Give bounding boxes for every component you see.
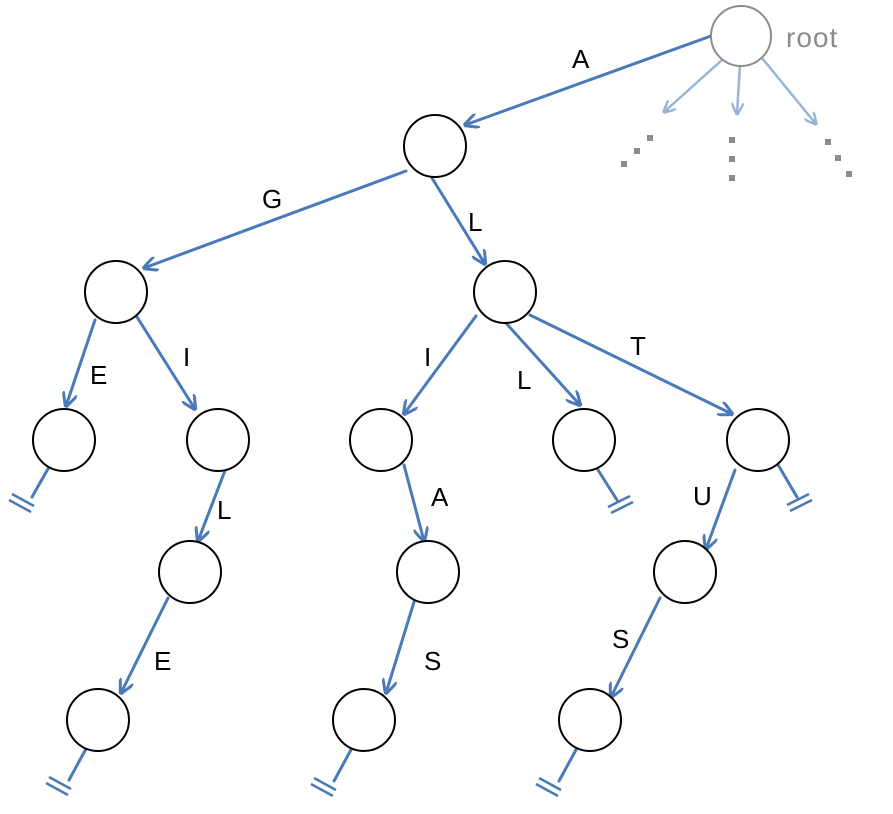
root-extra-edge-1: [664, 58, 724, 112]
edge-l3: [503, 320, 580, 405]
ellipsis-dot: [621, 161, 627, 167]
node-agile: [66, 688, 130, 752]
edge-i2: [404, 314, 478, 414]
terminal-marker: [535, 746, 579, 798]
terminal-marker: [8, 465, 51, 514]
edge-t: [528, 313, 732, 414]
root-extra-edge-3: [760, 56, 816, 124]
ellipsis-dot: [729, 156, 735, 162]
node-agil: [158, 540, 222, 604]
root-node: [710, 5, 772, 67]
ellipsis-dots: [621, 135, 852, 181]
edge-label-s: S: [424, 646, 441, 676]
terminals: [8, 461, 813, 798]
edge-label-a: A: [572, 44, 590, 74]
edge-label-l3: L: [517, 365, 531, 395]
node-age: [32, 408, 96, 472]
node-ag: [84, 260, 148, 324]
edge-label-t: T: [630, 331, 646, 361]
node-all: [552, 408, 616, 472]
node-agi: [186, 408, 250, 472]
ellipsis-dot: [634, 148, 640, 154]
node-alt: [726, 408, 790, 472]
edge-label-i2: I: [424, 342, 431, 372]
root-extra-edges: [664, 56, 816, 124]
terminal-marker: [45, 745, 89, 797]
edge-u: [706, 468, 737, 549]
edge-e: [66, 318, 97, 406]
edges: [66, 34, 737, 697]
ellipsis-dot: [647, 135, 653, 141]
edge-e2: [121, 596, 170, 693]
edge-i: [135, 315, 195, 409]
ellipsis-dot: [729, 137, 735, 143]
terminal-marker: [596, 468, 634, 515]
node-a: [403, 114, 467, 178]
node-alia: [396, 540, 460, 604]
nodes: [32, 5, 790, 752]
edge-label-e: E: [90, 360, 107, 390]
node-al: [473, 260, 537, 324]
node-altu: [653, 540, 717, 604]
edge-label-l2: L: [217, 495, 231, 525]
edge-label-a2: A: [431, 482, 449, 512]
root-label: root: [786, 22, 838, 53]
edge-label-l: L: [468, 207, 482, 237]
edge-label-s2: S: [612, 624, 629, 654]
edge-a: [465, 34, 713, 125]
node-ali: [349, 408, 413, 472]
edge-s: [386, 600, 416, 693]
terminal-marker: [775, 461, 813, 513]
ellipsis-dot: [729, 175, 735, 181]
ellipsis-dot: [846, 171, 852, 177]
terminal-marker: [310, 746, 354, 798]
ellipsis-dot: [825, 139, 831, 145]
edge-g: [144, 169, 408, 268]
edge-label-i: I: [183, 342, 190, 372]
edge-l: [430, 176, 485, 264]
node-alias: [332, 688, 396, 752]
edge-labels: root A G L E I I L T L A U E S S: [90, 22, 838, 676]
edge-s2: [611, 596, 662, 697]
edge-l2: [198, 466, 228, 541]
edge-label-e2: E: [154, 646, 171, 676]
edge-label-u: U: [693, 481, 712, 511]
ellipsis-dot: [835, 155, 841, 161]
edge-a2: [402, 463, 424, 541]
root-extra-edge-2: [737, 62, 740, 114]
node-altus: [558, 688, 622, 752]
edge-label-g: G: [262, 184, 282, 214]
